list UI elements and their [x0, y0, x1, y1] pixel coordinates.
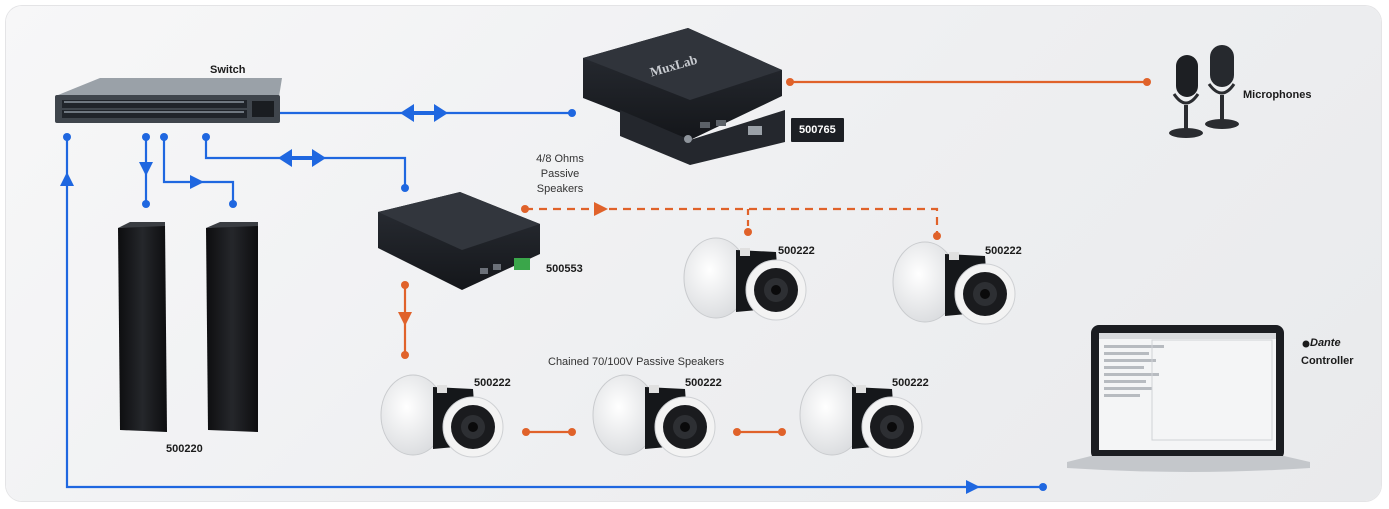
dante-logo-text: Dante	[1310, 337, 1341, 349]
passive-speakers-note: 4/8 Ohms Passive Speakers	[536, 153, 584, 195]
network-endpoints	[63, 109, 1047, 491]
encoder-device-icon: MuxLab	[583, 28, 785, 165]
switch-label: Switch	[210, 64, 246, 76]
controller-label: Controller	[1301, 355, 1354, 367]
audio-links	[403, 80, 1147, 434]
amp-to-ceiling-speakers-link	[525, 207, 939, 236]
column-speaker-icon	[118, 222, 258, 432]
chained-speakers-note: Chained 70/100V Passive Speakers	[548, 356, 725, 368]
ceiling-speaker-lower-3-model: 500222	[892, 377, 929, 389]
switch-to-amp-link	[204, 137, 407, 187]
switch-to-laptop-link	[65, 137, 1043, 489]
ceiling-speaker-upper-left-model: 500222	[778, 245, 815, 257]
amp-model-label: 500553	[546, 263, 583, 275]
ceiling-speaker-lower-2-model: 500222	[685, 377, 722, 389]
microphones-label: Microphones	[1243, 89, 1312, 101]
encoder-model-tag: 500765	[791, 118, 844, 142]
ceiling-speaker-upper-right-model: 500222	[985, 245, 1022, 257]
column-speakers-model-label: 500220	[166, 443, 203, 455]
audio-endpoints	[398, 78, 1151, 436]
network-arrows	[60, 104, 980, 494]
laptop-icon	[1067, 325, 1310, 472]
network-switch-icon	[55, 78, 282, 123]
switch-to-column-speaker-2-link	[162, 137, 235, 204]
dante-logo-icon	[1302, 340, 1310, 348]
microphone-icon	[1169, 45, 1239, 138]
ceiling-speaker-lower-1-model: 500222	[474, 377, 511, 389]
amplifier-device-icon	[378, 192, 540, 290]
